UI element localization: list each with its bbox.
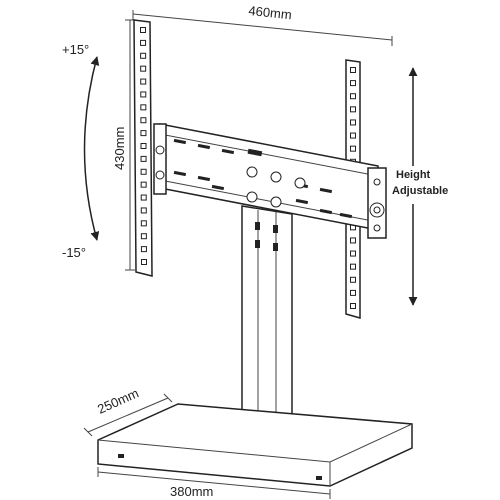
base-width-dimension: 380mm [97,467,331,499]
bracket-hole [141,259,147,265]
bracket-hole [350,145,356,152]
bracket-hole [140,65,147,72]
bracket-hole [350,80,356,87]
bracket-hole [350,276,356,283]
bracket-hole [350,250,356,257]
bracket-hole [350,132,356,139]
bracket-hole [140,104,147,111]
pillar [241,205,293,427]
bracket-hole [350,93,356,100]
bracket-hole [140,27,146,33]
bracket-hole [140,117,147,124]
tilt-down-label: -15° [62,245,86,260]
bracket-hole [350,263,356,270]
bracket-hole [350,67,356,73]
bracket-hole [140,207,147,214]
glass-base [97,403,413,487]
height-adjust-line2: Adjustable [392,185,448,197]
height-adjust-line1: Height [396,169,431,181]
bracket-hole [140,78,147,85]
tilt-arc: +15° -15° [62,42,100,260]
bracket-hole [140,168,147,175]
height-adjust-indicator: Height Adjustable [392,67,448,306]
tilt-up-label: +15° [62,42,89,57]
bracket-hole [350,289,356,296]
bracket-hole [140,52,147,59]
bracket-hole [140,246,147,253]
bracket-hole [140,194,147,201]
bracket-hole [350,106,356,113]
bracket-hole [140,130,147,137]
bracket-hole [350,303,356,309]
bracket-hole [140,220,147,227]
bracket-hole [350,237,356,244]
bracket-hole [350,119,356,126]
left-height-dimension: 430mm [112,19,135,271]
bracket-hole [140,91,147,98]
bracket-hole [140,181,147,188]
left-bracket-arm [133,19,153,277]
left-height-label: 430mm [112,127,127,170]
top-width-dimension: 460mm [132,3,393,46]
base-width-label: 380mm [170,484,213,499]
top-width-label: 460mm [248,3,293,22]
bracket-hole [140,233,147,240]
right-tilt-knob [367,167,387,239]
bracket-hole [140,39,147,46]
left-tilt-knob [153,123,167,195]
bracket-hole [140,143,147,149]
bracket-hole [140,155,147,162]
